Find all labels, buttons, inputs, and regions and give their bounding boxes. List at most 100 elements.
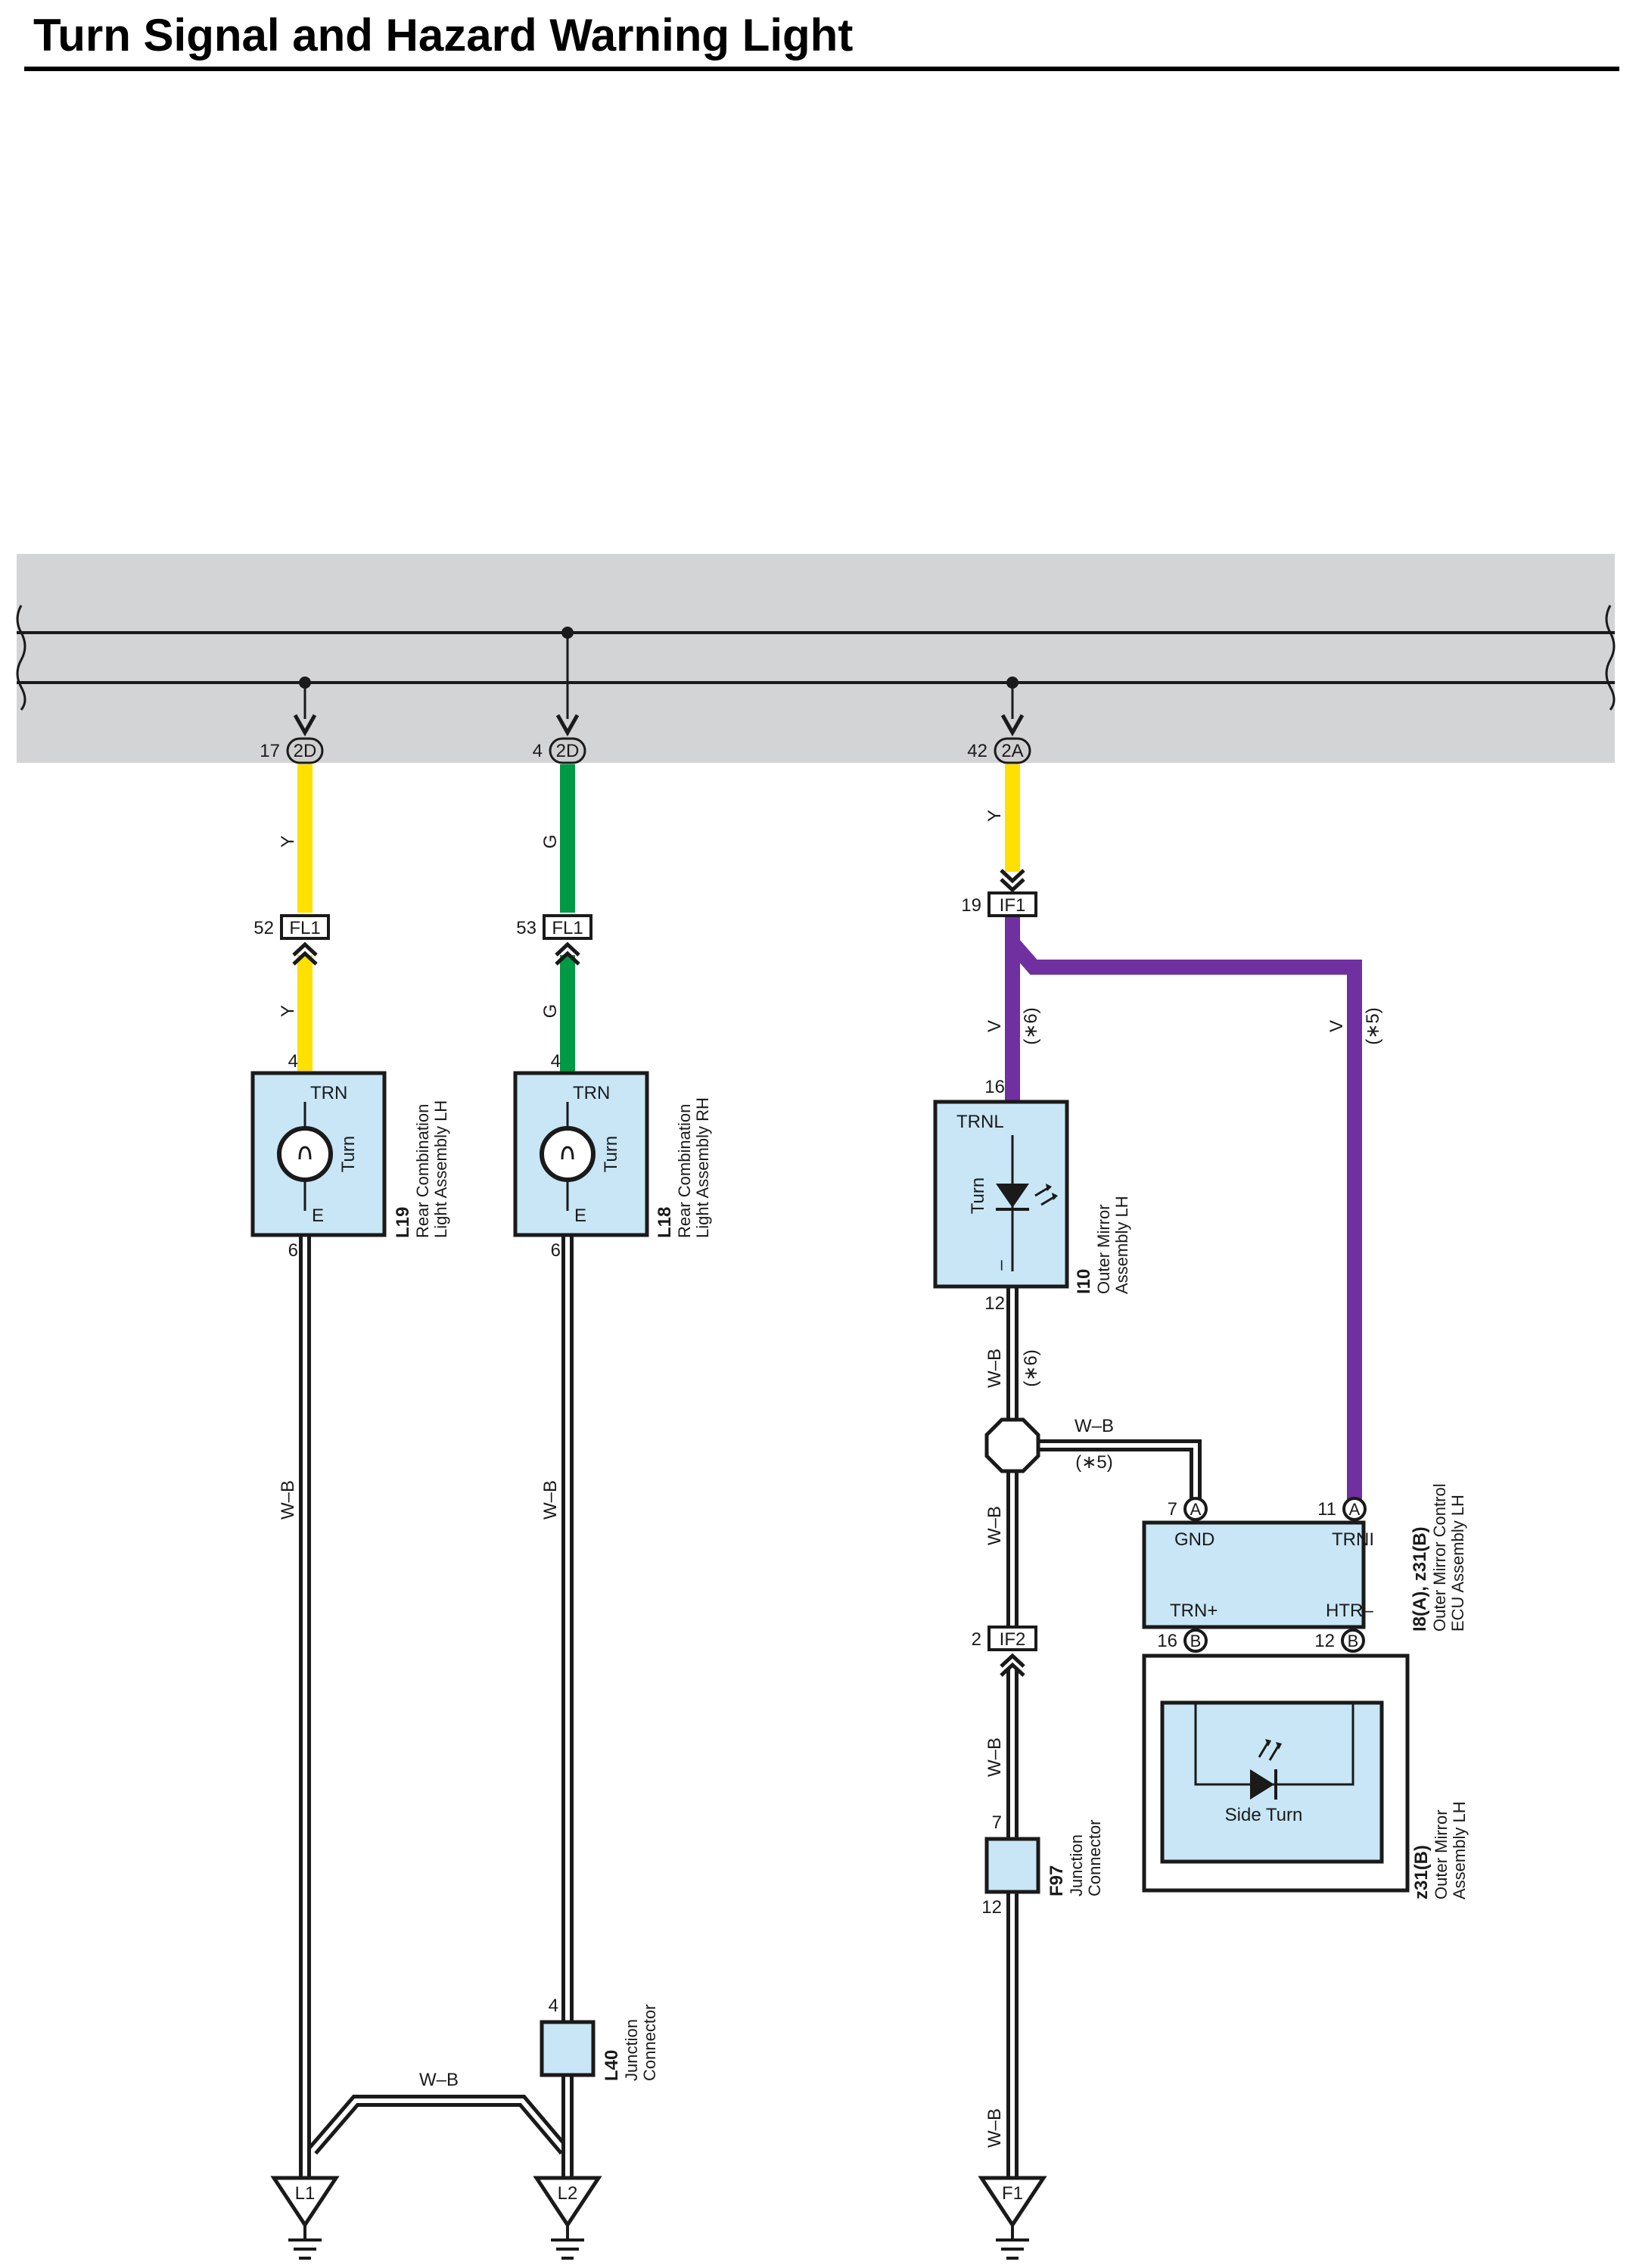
page-title: Turn Signal and Hazard Warning Light (33, 10, 854, 61)
connector-2a-42: 2A 42 (967, 737, 1031, 764)
bulb-icon (540, 1126, 596, 1182)
svg-text:Outer Mirror: Outer Mirror (1432, 1809, 1451, 1899)
svg-text:4: 4 (551, 1051, 561, 1072)
svg-text:52: 52 (253, 918, 274, 938)
svg-text:12: 12 (984, 1293, 1005, 1314)
bus-band (17, 554, 1615, 763)
svg-text:E: E (574, 1206, 586, 1226)
bus-break-left (16, 605, 26, 711)
bus-break-right (1605, 605, 1616, 711)
svg-text:Side Turn: Side Turn (1225, 1805, 1303, 1825)
svg-text:E: E (312, 1206, 324, 1226)
svg-text:A: A (1190, 1500, 1202, 1519)
svg-text:7: 7 (1168, 1499, 1177, 1520)
svg-text:Turn: Turn (601, 1136, 621, 1172)
svg-text:TRNI: TRNI (1332, 1529, 1374, 1550)
svg-text:HTR–: HTR– (1326, 1601, 1373, 1621)
wire-label-y1l: Y (278, 1005, 298, 1017)
component-i10: 16 12 TRNL – Turn I10 Outer Mirror Assem… (933, 1077, 1131, 1314)
wire-label-vr: V (1326, 1020, 1347, 1032)
wire-wb-branch (1038, 1439, 1202, 1501)
wire-label-wb-branch: W–B (1075, 1416, 1114, 1436)
wire-wb-bridge (307, 2095, 570, 2155)
wire-label-wb-f97l: W–B (984, 2108, 1005, 2148)
svg-text:12: 12 (1314, 1631, 1335, 1651)
splice-point (984, 1417, 1040, 1473)
svg-text:L1: L1 (295, 2183, 316, 2204)
svg-text:7: 7 (992, 1812, 1002, 1833)
svg-text:L40: L40 (602, 2050, 622, 2081)
svg-text:Turn: Turn (338, 1136, 359, 1172)
svg-text:I8(A), z31(B): I8(A), z31(B) (1410, 1526, 1430, 1632)
wire-label-gl: G (540, 1004, 561, 1019)
wire-label-wb-bridge: W–B (419, 2070, 459, 2090)
component-f97: 7 12 F97 Junction Connector (981, 1812, 1104, 1918)
wire-label-wb-i10: W–B (984, 1349, 1005, 1388)
svg-text:L2: L2 (558, 2183, 578, 2204)
connector-2d-17: 2D 17 (260, 737, 324, 764)
svg-text:IF1: IF1 (1000, 895, 1026, 916)
connector-if2-2: IF2 2 (972, 1626, 1037, 1677)
svg-text:12: 12 (981, 1897, 1002, 1918)
connector-fl1-53: FL1 53 (516, 914, 592, 966)
wire-v (1005, 916, 1362, 1501)
svg-text:16: 16 (1157, 1631, 1177, 1651)
connector-2d-4: 2D 4 (533, 737, 586, 764)
wire-label-vl: V (984, 1020, 1005, 1032)
svg-text:–: – (991, 1260, 1011, 1271)
title-rule (24, 67, 1619, 71)
svg-text:2D: 2D (294, 741, 317, 761)
svg-text:42: 42 (967, 741, 987, 761)
svg-text:F1: F1 (1002, 2183, 1023, 2204)
svg-text:Rear Combination: Rear Combination (675, 1104, 694, 1238)
svg-text:Junction: Junction (622, 2019, 641, 2081)
svg-text:TRN: TRN (310, 1083, 347, 1103)
ground-f1: F1 (978, 2176, 1047, 2260)
bulb-icon (277, 1126, 333, 1182)
wire-label-wb-l19: W–B (278, 1480, 298, 1520)
component-z31: Side Turn z31(B) Outer Mirror Assembly L… (1142, 1654, 1469, 1899)
svg-text:FL1: FL1 (552, 918, 583, 938)
svg-text:4: 4 (533, 741, 543, 761)
component-l40: 4 L40 Junction Connector (540, 1996, 659, 2081)
svg-text:Light Assembly RH: Light Assembly RH (693, 1097, 712, 1238)
note-n6a: (∗6) (1021, 1007, 1041, 1044)
svg-text:GND: GND (1174, 1529, 1214, 1550)
svg-text:Assembly LH: Assembly LH (1112, 1196, 1131, 1294)
svg-text:B: B (1190, 1632, 1202, 1650)
svg-text:53: 53 (516, 918, 536, 938)
wire-label-y3: Y (984, 810, 1005, 822)
svg-text:TRN: TRN (573, 1083, 610, 1103)
svg-text:F97: F97 (1047, 1865, 1067, 1896)
bus-arrow-2 (555, 714, 580, 737)
bus-arrow-1 (293, 714, 317, 737)
wire-label-wb-l18: W–B (540, 1480, 561, 1520)
svg-text:2A: 2A (1001, 741, 1023, 761)
svg-text:Light Assembly LH: Light Assembly LH (431, 1100, 450, 1238)
wire-label-gu: G (540, 835, 561, 849)
connector-fl1-52: FL1 52 (253, 914, 330, 966)
note-n6b: (∗6) (1021, 1349, 1041, 1386)
svg-text:Connector: Connector (640, 2004, 659, 2081)
wire-label-y1u: Y (278, 835, 298, 848)
svg-text:4: 4 (288, 1051, 298, 1072)
note-n5a: (∗5) (1363, 1007, 1383, 1044)
svg-text:L19: L19 (393, 1207, 413, 1238)
svg-text:z31(B): z31(B) (1411, 1845, 1432, 1899)
led-icon (996, 1184, 1029, 1208)
svg-text:Rear Combination: Rear Combination (413, 1104, 432, 1238)
wire-label-wb-f97u: W–B (984, 1738, 1005, 1777)
svg-text:Outer Mirror Control: Outer Mirror Control (1430, 1483, 1449, 1632)
component-l18: 4 6 TRN E Turn L18 Rear Combination Ligh… (513, 1051, 712, 1261)
svg-text:L18: L18 (655, 1207, 675, 1238)
svg-text:Outer Mirror: Outer Mirror (1094, 1204, 1113, 1294)
component-l19: 4 6 TRN E Turn L19 Rear Combination Ligh… (250, 1051, 450, 1261)
svg-text:17: 17 (260, 741, 280, 761)
svg-text:ECU Assembly LH: ECU Assembly LH (1448, 1495, 1467, 1632)
svg-text:Turn: Turn (968, 1178, 988, 1214)
svg-text:2D: 2D (556, 741, 580, 761)
svg-text:B: B (1348, 1632, 1359, 1650)
svg-text:A: A (1349, 1500, 1361, 1519)
bus-arrow-3 (1000, 714, 1025, 737)
